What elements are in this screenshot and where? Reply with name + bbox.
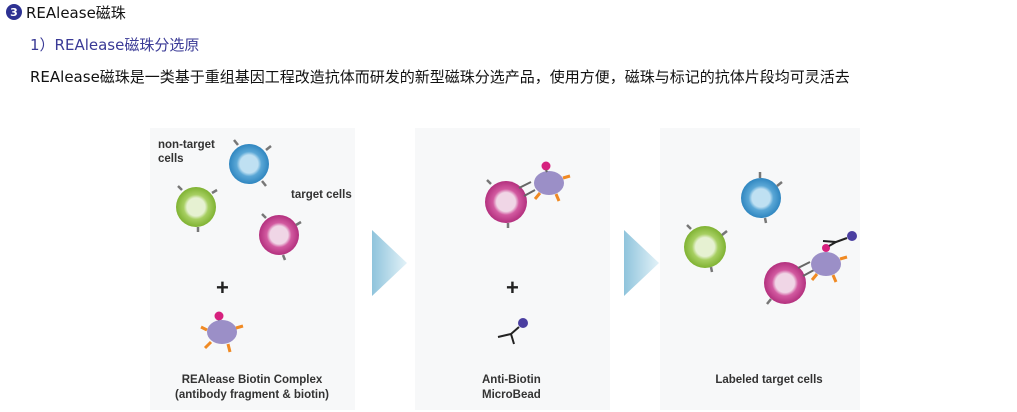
section-heading: 3 REAlease磁珠 — [6, 1, 126, 23]
non-target-cell-blue — [229, 139, 272, 187]
caption-realease-biotin-complex: REAlease Biotin Complex — [182, 374, 323, 386]
caption-anti-biotin: Anti-Biotin — [482, 374, 541, 386]
plus-sign-1: + — [216, 275, 229, 300]
target-cell-pink — [259, 213, 302, 261]
label-non-target-cells-line1: non-target — [158, 139, 215, 151]
step-arrow-1 — [372, 230, 407, 296]
caption-microbead: MicroBead — [482, 389, 541, 401]
caption-antibody-fragment-biotin: (antibody fragment & biotin) — [175, 389, 329, 401]
panel-2-background — [415, 128, 610, 410]
step-arrow-2 — [624, 230, 659, 296]
anti-biotin-microbead — [497, 318, 528, 345]
labeled-panel-non-target-cell-green — [684, 224, 728, 273]
label-target-cells: target cells — [291, 189, 352, 201]
target-cell-with-complex — [485, 161, 571, 228]
labeled-target-cell — [764, 231, 857, 305]
plus-sign-2: + — [506, 275, 519, 300]
section-number-badge: 3 — [6, 4, 22, 20]
label-non-target-cells-line2: cells — [158, 153, 184, 165]
caption-labeled-target-cells: Labeled target cells — [715, 374, 822, 386]
realease-biotin-complex — [200, 311, 244, 353]
labeled-panel-non-target-cell-blue — [741, 172, 783, 224]
subsection-title: 1）REAlease磁珠分选原 — [30, 36, 200, 54]
non-target-cell-green — [176, 185, 218, 232]
description-paragraph: REAlease磁珠是一类基于重组基因工程改造抗体而研发的新型磁珠分选产品，使用… — [30, 68, 850, 86]
section-title: REAlease磁珠 — [26, 3, 126, 22]
